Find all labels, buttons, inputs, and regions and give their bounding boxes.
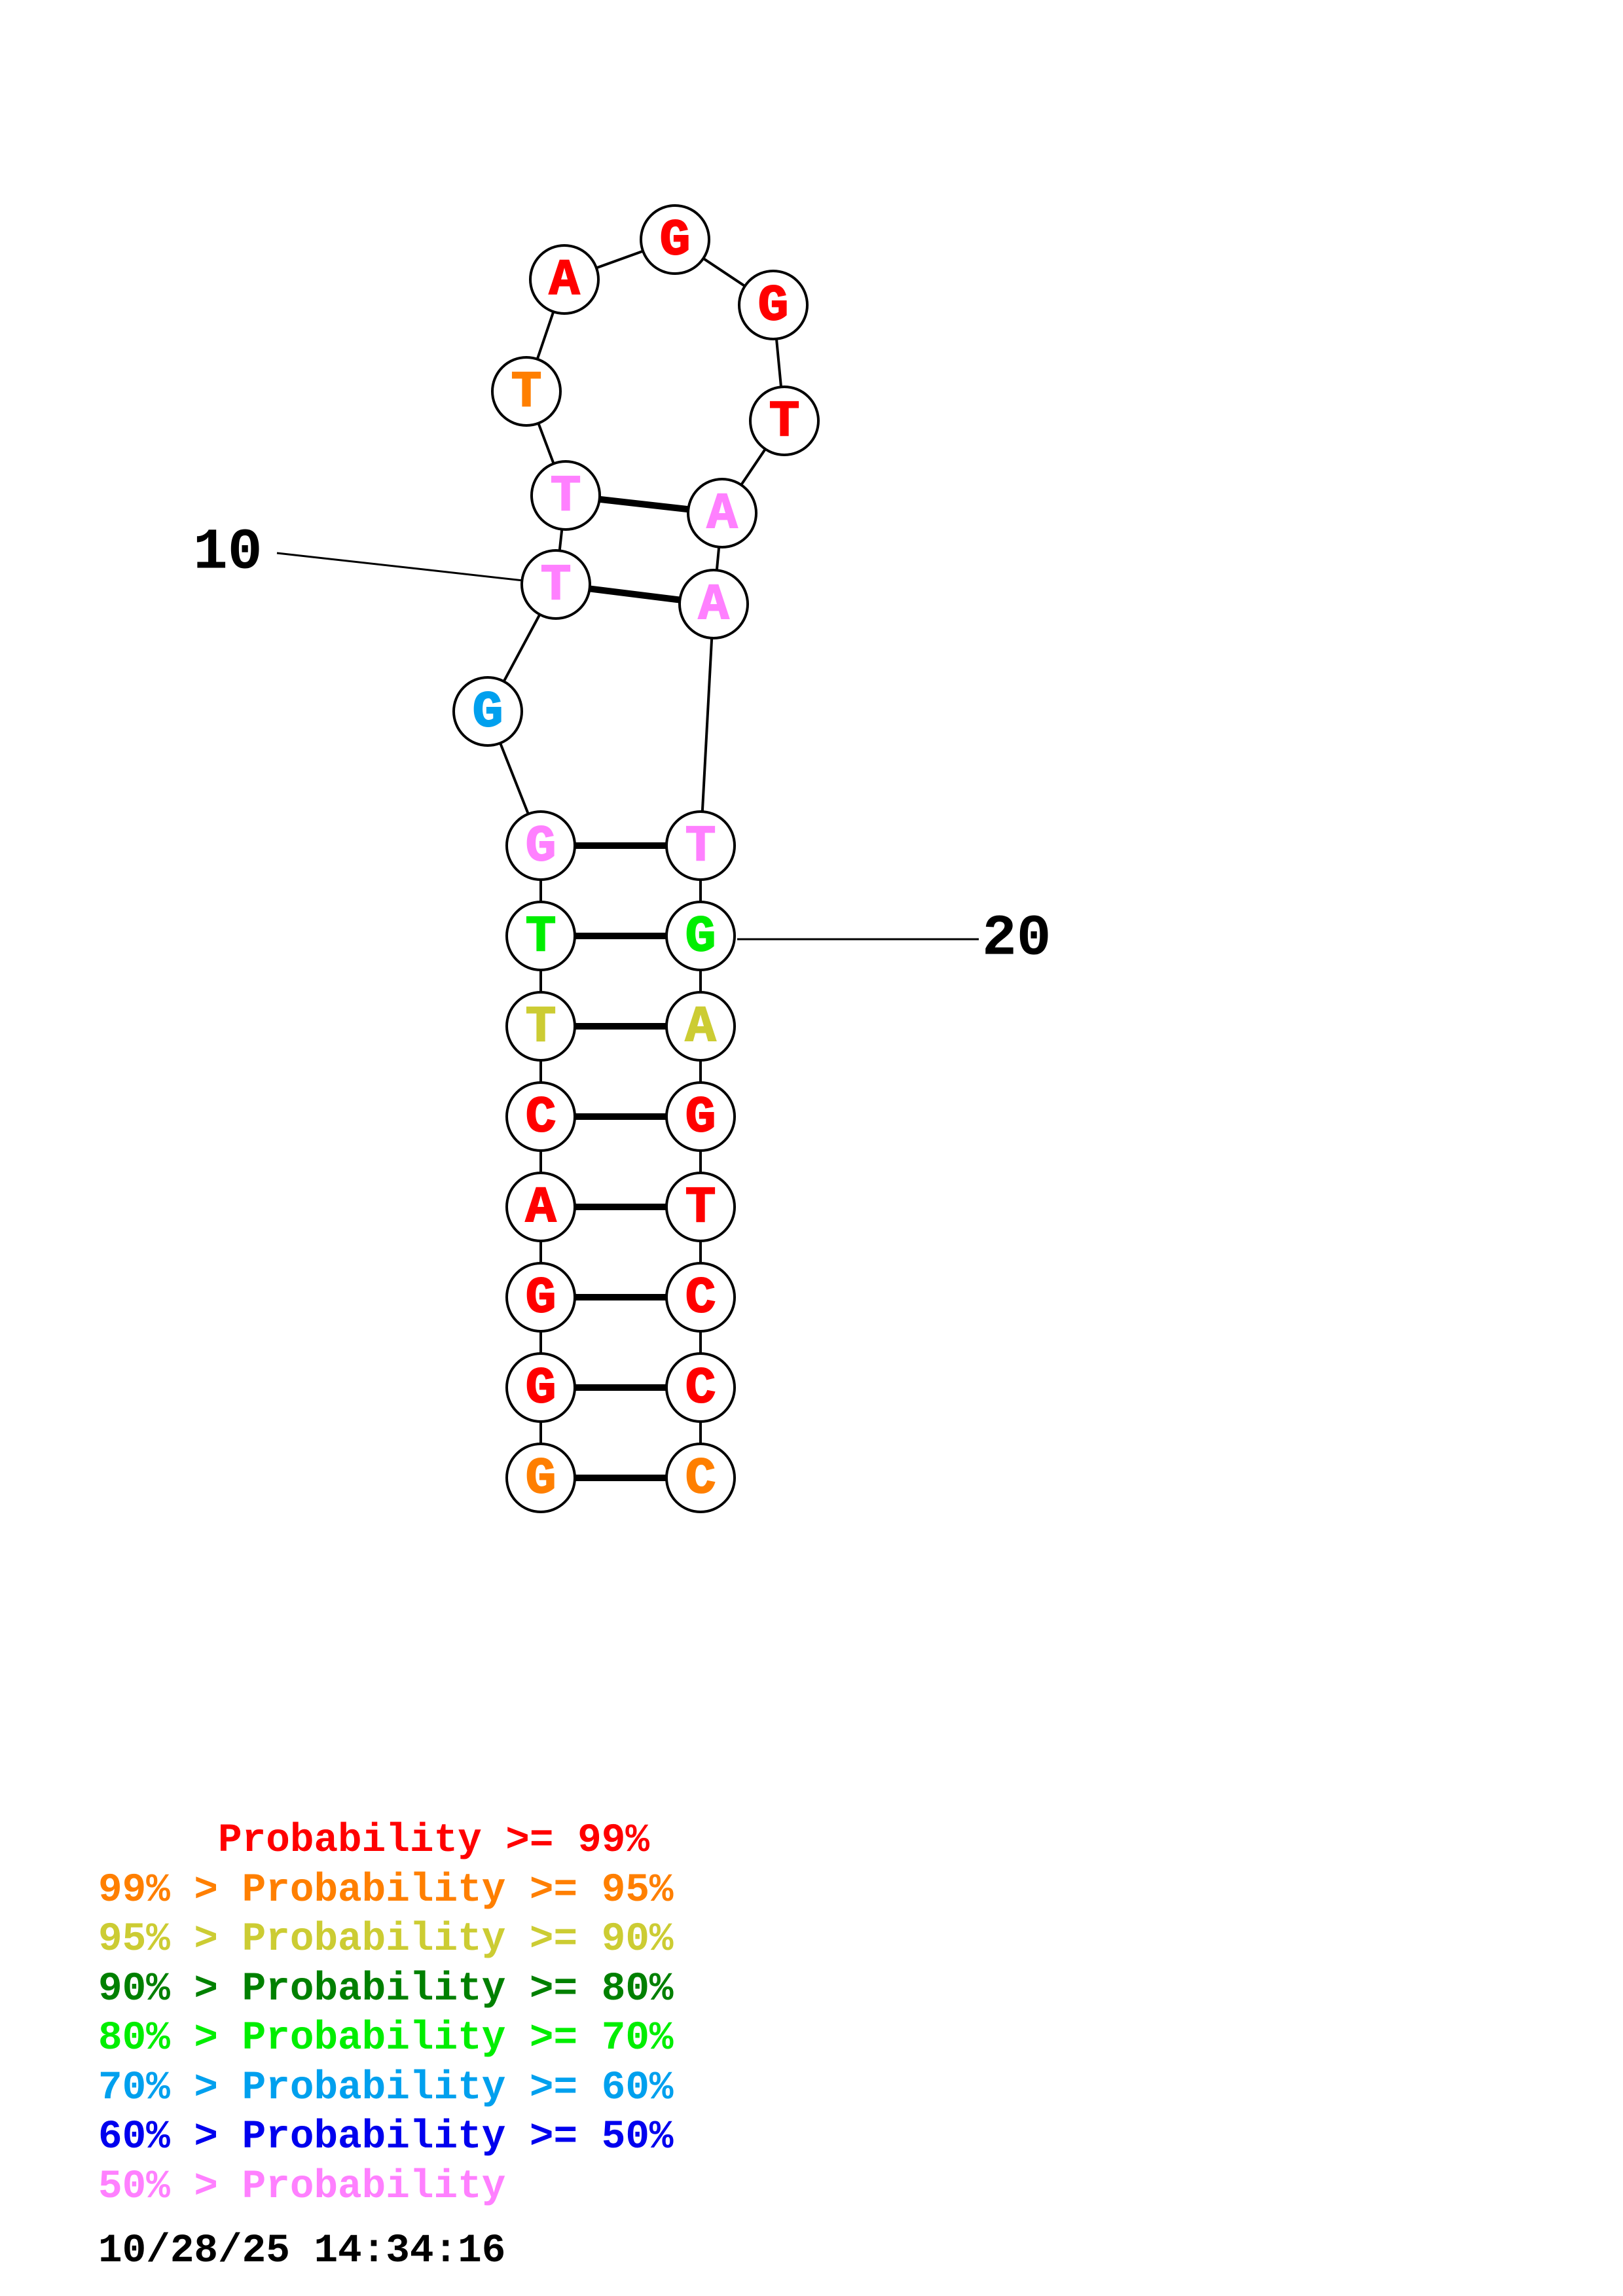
legend-row: 50% > Probability	[98, 2164, 506, 2210]
nucleotide: A	[529, 244, 600, 315]
nucleotide-letter: T	[541, 557, 572, 615]
nucleotide-letter: T	[551, 468, 581, 526]
nucleotide-circle	[665, 901, 736, 971]
nucleotide: A	[505, 1172, 576, 1242]
nucleotide: C	[665, 1352, 736, 1423]
position-marker-line	[276, 552, 541, 584]
timestamp: 10/28/25 14:34:16	[98, 2229, 506, 2274]
nucleotide: G	[452, 676, 523, 747]
nucleotide: C	[665, 1443, 736, 1513]
nucleotide: G	[640, 204, 710, 275]
nucleotide-circle	[665, 991, 736, 1062]
nucleotide-circle	[529, 244, 600, 315]
nucleotide-circle	[505, 991, 576, 1062]
nucleotide-letter: G	[526, 1360, 556, 1418]
nucleotide-letter: G	[526, 1270, 556, 1327]
position-marker-label: 10	[193, 521, 263, 586]
nucleotide-circle	[530, 460, 601, 531]
nucleotide-letter: G	[660, 212, 691, 270]
legend-row: 90% > Probability >= 80%	[98, 1966, 674, 2012]
nucleotide-circle	[665, 1262, 736, 1333]
position-markers: 10 20	[193, 521, 1051, 972]
nucleotide-letter: T	[511, 364, 542, 422]
legend-row: Probability >= 99%	[98, 1818, 649, 1863]
nucleotide-letter: G	[685, 1089, 716, 1147]
nucleotide-circle	[505, 1443, 576, 1513]
nucleotide-letter: T	[685, 1179, 716, 1237]
nucleotide: A	[665, 991, 736, 1062]
nucleotide-letter: G	[526, 818, 556, 876]
nucleotide-letter: T	[526, 908, 556, 966]
legend-row: 60% > Probability >= 50%	[98, 2115, 674, 2160]
legend-row: 70% > Probability >= 60%	[98, 2065, 674, 2111]
nucleotide-circle	[665, 1081, 736, 1152]
nucleotide-circle	[687, 478, 757, 548]
nucleotide-circle	[738, 270, 809, 340]
nucleotide: T	[665, 1172, 736, 1242]
nucleotide: T	[505, 901, 576, 971]
nucleotide: T	[505, 991, 576, 1062]
nucleotide-circle	[678, 569, 749, 639]
nucleotide-circle	[520, 549, 591, 620]
nucleotide-circle	[452, 676, 523, 747]
nucleotide-letter: A	[526, 1179, 556, 1237]
nucleotide: C	[665, 1262, 736, 1333]
nucleotide-letter: G	[473, 684, 503, 742]
nucleotide-letter: G	[685, 908, 716, 966]
nucleotide-circle	[505, 901, 576, 971]
nucleotide-letter: C	[685, 1360, 716, 1418]
nucleotide: G	[505, 1443, 576, 1513]
nucleotide-circle	[749, 386, 820, 456]
nucleotide: A	[678, 569, 749, 639]
nucleotide-circle	[665, 1172, 736, 1242]
probability-legend: Probability >= 99%99% > Probability >= 9…	[98, 1816, 674, 2212]
legend-row: 99% > Probability >= 95%	[98, 1867, 674, 1913]
nucleotide-circle	[491, 356, 562, 427]
nucleotide: G	[505, 1352, 576, 1423]
nucleotide-letter: T	[769, 393, 800, 451]
nucleotide: T	[665, 810, 736, 881]
backbone-link	[699, 603, 715, 846]
nucleotide: G	[505, 1262, 576, 1333]
nucleotide-letter: A	[699, 577, 729, 634]
nucleotide: G	[505, 810, 576, 881]
nucleotide-letter: C	[685, 1270, 716, 1327]
nucleotide-circle	[665, 810, 736, 881]
nucleotide-letter: A	[549, 252, 580, 310]
legend-row: 95% > Probability >= 90%	[98, 1917, 674, 1962]
nucleotide: G	[665, 901, 736, 971]
nucleotide: G	[738, 270, 809, 340]
nucleotide-letter: A	[685, 999, 716, 1056]
nucleotide-circle	[505, 1262, 576, 1333]
nucleotide-letter: T	[526, 999, 556, 1056]
nucleotide: A	[687, 478, 757, 548]
nucleotide-circle	[505, 1352, 576, 1423]
nucleotide-circle	[505, 1172, 576, 1242]
nucleotide-letter: C	[685, 1450, 716, 1508]
nucleotide-letter: G	[526, 1450, 556, 1508]
nucleotide-letter: G	[758, 278, 789, 335]
nucleotide: T	[530, 460, 601, 531]
nucleotide: T	[491, 356, 562, 427]
nucleotide-circle	[505, 810, 576, 881]
legend-row: 80% > Probability >= 70%	[98, 2016, 674, 2061]
nucleotide: T	[749, 386, 820, 456]
nucleotide-letter: C	[526, 1089, 556, 1147]
nucleotide-circle	[665, 1352, 736, 1423]
nucleotide-circle	[665, 1443, 736, 1513]
nucleotide: T	[520, 549, 591, 620]
nucleotide: G	[665, 1081, 736, 1152]
nucleotide-circle	[640, 204, 710, 275]
position-marker-label: 20	[982, 907, 1051, 972]
nucleotide-letter: T	[685, 818, 716, 876]
nucleotide-letter: A	[707, 486, 738, 543]
nucleotide: C	[505, 1081, 576, 1152]
nucleotide-circle	[505, 1081, 576, 1152]
